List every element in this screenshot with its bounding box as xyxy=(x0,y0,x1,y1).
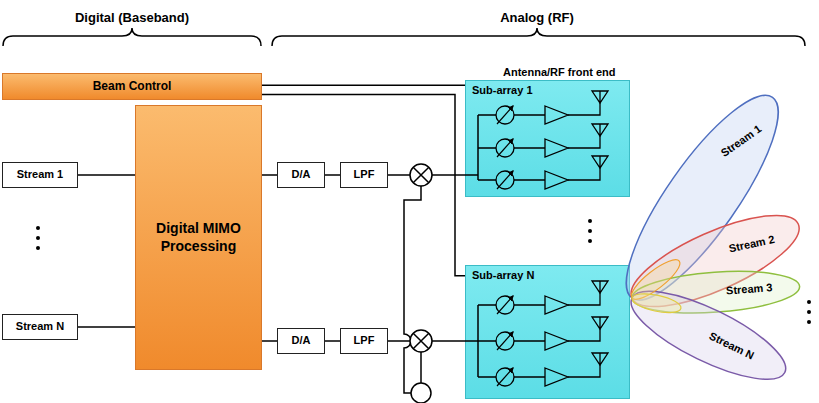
phase-shifter-arrow xyxy=(497,296,513,314)
amplifier xyxy=(545,171,568,189)
domain-label: Analog (RF) xyxy=(500,10,574,25)
node-text: LPF xyxy=(354,334,375,347)
amplifier xyxy=(545,368,568,386)
amplifier xyxy=(545,332,568,350)
node-text: LPF xyxy=(354,168,375,181)
mixer-circle xyxy=(410,330,432,352)
node-text: Digital MIMO Processing xyxy=(146,220,251,255)
signal-wire xyxy=(325,174,340,176)
stream-box: Stream N xyxy=(2,314,78,340)
node-text: Stream N xyxy=(16,320,64,333)
stream-box: Stream 1 xyxy=(2,162,78,188)
node-text: D/A xyxy=(292,168,311,181)
side-lobe xyxy=(630,290,682,316)
mixer-symbol xyxy=(410,330,432,352)
feed-line xyxy=(465,115,478,180)
antenna-symbol xyxy=(592,317,608,329)
signal-wire xyxy=(262,84,465,86)
signal-wire xyxy=(78,326,135,328)
phase-shifter-arrow xyxy=(497,368,513,386)
antenna-elements xyxy=(465,91,608,386)
phase-shifter xyxy=(496,368,514,386)
antenna-symbol xyxy=(592,124,608,136)
dot xyxy=(588,219,592,223)
phase-shifter-arrow xyxy=(497,332,513,350)
lo-wire xyxy=(420,352,422,383)
antenna-symbol xyxy=(592,156,608,168)
beam-control-bar: Beam Control xyxy=(2,73,262,100)
signal-wire xyxy=(262,174,277,176)
dot xyxy=(807,320,811,324)
label-anchor: Digital (Baseband) xyxy=(32,8,232,26)
antenna-symbol xyxy=(592,91,608,103)
label-anchor: Analog (RF) xyxy=(437,8,637,26)
node-text: Sub-array 1 xyxy=(472,84,533,97)
phase-shifter xyxy=(496,332,514,350)
node-text: Stream 1 xyxy=(17,168,63,181)
sub-array-elements xyxy=(465,281,608,386)
node-text: Sub-array N xyxy=(472,269,534,282)
front-end-label: Antenna/RF front end xyxy=(503,66,615,78)
dot xyxy=(36,236,40,240)
lobe-shape xyxy=(603,77,801,318)
node-text: Beam Control xyxy=(93,79,172,93)
phase-shifter xyxy=(496,106,514,124)
lo-wire xyxy=(404,186,421,393)
dac-box: D/A xyxy=(277,162,325,188)
domain-label: Digital (Baseband) xyxy=(75,10,189,25)
mixer-cross xyxy=(413,333,429,349)
phase-shifter xyxy=(496,296,514,314)
phase-shifter-arrow xyxy=(497,171,513,189)
signal-wire xyxy=(262,340,277,342)
digital-bracket xyxy=(3,28,261,46)
mixer-cross xyxy=(413,167,429,183)
mimo-processing-block: Digital MIMO Processing xyxy=(135,105,262,370)
label-anchor: Antenna/RF front end xyxy=(503,62,643,80)
phase-shifter-arrow xyxy=(497,106,513,124)
dot xyxy=(588,229,592,233)
amplifier xyxy=(545,106,568,124)
signal-wire xyxy=(78,174,135,176)
signal-wire xyxy=(325,340,340,342)
phase-shifter-arrow xyxy=(497,139,513,157)
side-lobes xyxy=(626,254,684,316)
local-oscillator xyxy=(411,383,431,403)
analog-bracket xyxy=(272,28,805,46)
lowpass-filter-box: LPF xyxy=(340,328,388,354)
lowpass-filter-box: LPF xyxy=(340,162,388,188)
dot xyxy=(807,310,811,314)
signal-wire xyxy=(262,95,465,276)
amplifier xyxy=(545,296,568,314)
antenna-symbol xyxy=(592,281,608,293)
mixer-circle xyxy=(410,164,432,186)
dot xyxy=(36,226,40,230)
amplifier xyxy=(545,139,568,157)
dot xyxy=(588,239,592,243)
antenna-symbol xyxy=(592,353,608,365)
phase-shifter xyxy=(496,139,514,157)
mixer-symbol xyxy=(410,164,432,186)
feed-line xyxy=(465,305,478,377)
node-text: D/A xyxy=(292,334,311,347)
dot xyxy=(807,300,811,304)
sub-array-elements xyxy=(465,91,608,189)
phase-shifter xyxy=(496,171,514,189)
dac-box: D/A xyxy=(277,328,325,354)
lobe-shape xyxy=(620,197,810,324)
dot xyxy=(36,246,40,250)
continuation-dots xyxy=(36,219,811,324)
